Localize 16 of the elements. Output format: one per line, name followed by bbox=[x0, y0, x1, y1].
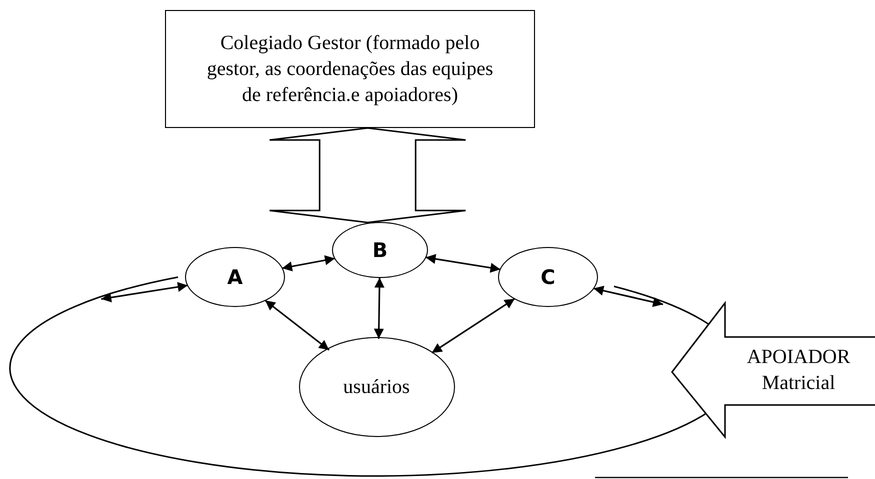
block-double-arrow bbox=[268, 127, 466, 224]
double-arrow bbox=[431, 298, 516, 354]
double-arrow bbox=[374, 278, 384, 339]
double-arrow bbox=[425, 254, 501, 273]
node-label: usuários bbox=[343, 374, 410, 400]
node-letter: A bbox=[227, 265, 243, 289]
double-arrow bbox=[264, 300, 330, 351]
node-label: APOIADOR Matricial bbox=[746, 345, 852, 396]
node-letter: B bbox=[372, 238, 388, 262]
box-text: Colegiado Gestor (formado pelo gestor, as coordenações das equipes de referência.e apoiadores) bbox=[206, 31, 494, 108]
double-arrow bbox=[282, 255, 336, 272]
block-arrow-shape bbox=[672, 303, 875, 437]
double-arrow bbox=[593, 286, 664, 307]
node-letter: C bbox=[540, 265, 556, 289]
process-box bbox=[165, 10, 535, 128]
double-arrow bbox=[101, 282, 188, 302]
